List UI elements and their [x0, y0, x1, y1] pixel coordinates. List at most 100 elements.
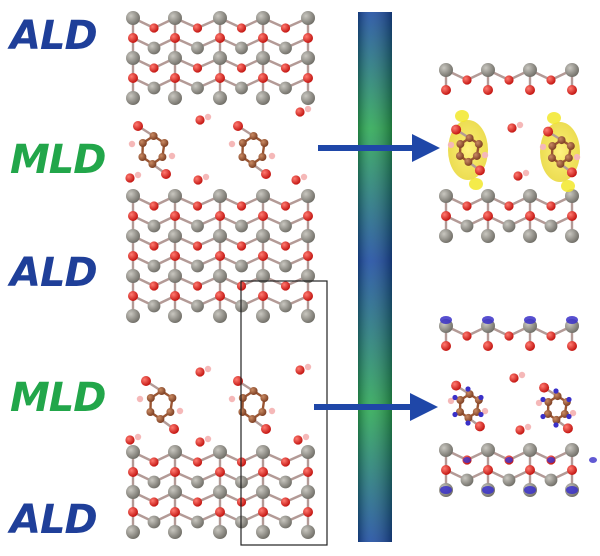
hydrogen-atom	[300, 173, 308, 181]
zinc-atom	[481, 189, 495, 203]
zinc-atom	[213, 485, 227, 499]
charge-density-blue	[440, 486, 452, 494]
zinc-atom	[235, 219, 248, 233]
carbon-atom	[146, 394, 155, 402]
oxygen-atom	[192, 241, 203, 251]
charge-density-yellow	[469, 178, 483, 190]
oxygen-atom	[170, 73, 180, 83]
oxygen-atom	[280, 241, 291, 251]
oxygen-atom	[195, 367, 205, 377]
oxygen-atom	[303, 291, 313, 301]
zinc-atom	[565, 63, 579, 77]
zinc-atom	[460, 473, 474, 487]
hydrogen-atom	[522, 169, 530, 177]
oxygen-atom	[125, 173, 135, 183]
oxygen-atom	[133, 121, 143, 131]
carbon-atom	[238, 153, 247, 161]
charge-density-blue	[566, 486, 578, 494]
oxygen-atom	[280, 497, 291, 507]
oxygen-atom	[441, 465, 451, 475]
oxygen-atom	[261, 169, 271, 179]
zinc-atom	[235, 259, 248, 273]
layer-label-ald-3: ALD	[10, 497, 98, 543]
hydrogen-atom	[134, 171, 142, 179]
oxygen-atom	[258, 291, 268, 301]
zinc-atom	[235, 41, 248, 55]
zinc-atom	[565, 229, 579, 243]
oxygen-atom	[258, 507, 268, 517]
zinc-atom	[213, 51, 227, 65]
zinc-atom	[279, 81, 292, 95]
oxygen-atom	[258, 33, 268, 43]
oxygen-atom	[149, 281, 159, 291]
carbon-atom	[249, 387, 258, 395]
oxygen-atom	[125, 435, 135, 445]
arrow-right-icon	[318, 134, 440, 162]
oxygen-atom	[149, 241, 159, 251]
oxygen-atom	[462, 75, 472, 85]
carbon-atom	[464, 157, 473, 166]
gradient-bar-shading	[358, 12, 392, 542]
zinc-atom	[439, 63, 453, 77]
oxygen-atom	[504, 201, 514, 211]
charge-density-blue	[505, 457, 513, 463]
charge-density-blue	[478, 411, 484, 418]
zinc-atom	[279, 41, 292, 55]
carbon-atom	[548, 142, 557, 151]
zinc-atom	[256, 91, 270, 105]
charge-density-blue	[566, 413, 572, 420]
zinc-atom	[213, 309, 227, 323]
oxygen-atom	[303, 507, 313, 517]
zinc-atom	[126, 51, 140, 65]
hydrogen-atom	[168, 152, 176, 160]
zinc-atom	[147, 299, 161, 313]
zinc-atom	[213, 229, 227, 243]
oxygen-atom	[525, 341, 535, 351]
oxygen-atom	[441, 85, 451, 95]
zinc-atom	[523, 229, 537, 243]
carbon-atom	[238, 139, 247, 147]
carbon-atom	[258, 153, 267, 161]
zinc-atom	[502, 219, 516, 233]
zinc-atom	[301, 229, 315, 243]
oxygen-atom	[192, 281, 203, 291]
oxygen-atom	[525, 211, 535, 221]
charge-density-blue	[566, 316, 578, 324]
carbon-atom	[238, 394, 247, 402]
hydrogen-atom	[134, 433, 142, 441]
zinc-atom	[256, 525, 270, 539]
oxygen-atom	[303, 33, 313, 43]
carbon-atom	[166, 408, 175, 416]
unit-cell-box	[240, 280, 328, 546]
oxygen-atom	[546, 201, 556, 211]
hydrogen-atom	[202, 173, 210, 181]
charge-density-blue	[540, 413, 546, 420]
zinc-atom	[147, 41, 161, 55]
hydrogen-atom	[228, 140, 236, 148]
hydrogen-atom	[228, 395, 236, 403]
zinc-atom	[168, 269, 182, 283]
layer-label-ald-1: ALD	[10, 13, 98, 59]
oxygen-atom	[215, 211, 225, 221]
carbon-atom	[464, 413, 473, 422]
oxygen-atom	[128, 291, 138, 301]
zinc-atom	[256, 229, 270, 243]
charge-density-blue	[589, 457, 597, 463]
zinc-atom	[523, 63, 537, 77]
oxygen-atom	[303, 467, 313, 477]
zinc-atom	[126, 91, 140, 105]
oxygen-atom	[504, 75, 514, 85]
zinc-atom	[256, 269, 270, 283]
oxygen-atom	[215, 507, 225, 517]
oxygen-atom	[567, 85, 577, 95]
zinc-atom	[191, 81, 204, 95]
zinc-atom	[168, 229, 182, 243]
zinc-atom	[523, 443, 537, 457]
carbon-atom	[138, 153, 147, 161]
charge-density-blue	[452, 394, 458, 401]
zinc-atom	[126, 229, 140, 243]
zinc-atom	[565, 443, 579, 457]
oxygen-atom	[195, 437, 205, 447]
oxygen-atom	[215, 73, 225, 83]
oxygen-atom	[525, 85, 535, 95]
